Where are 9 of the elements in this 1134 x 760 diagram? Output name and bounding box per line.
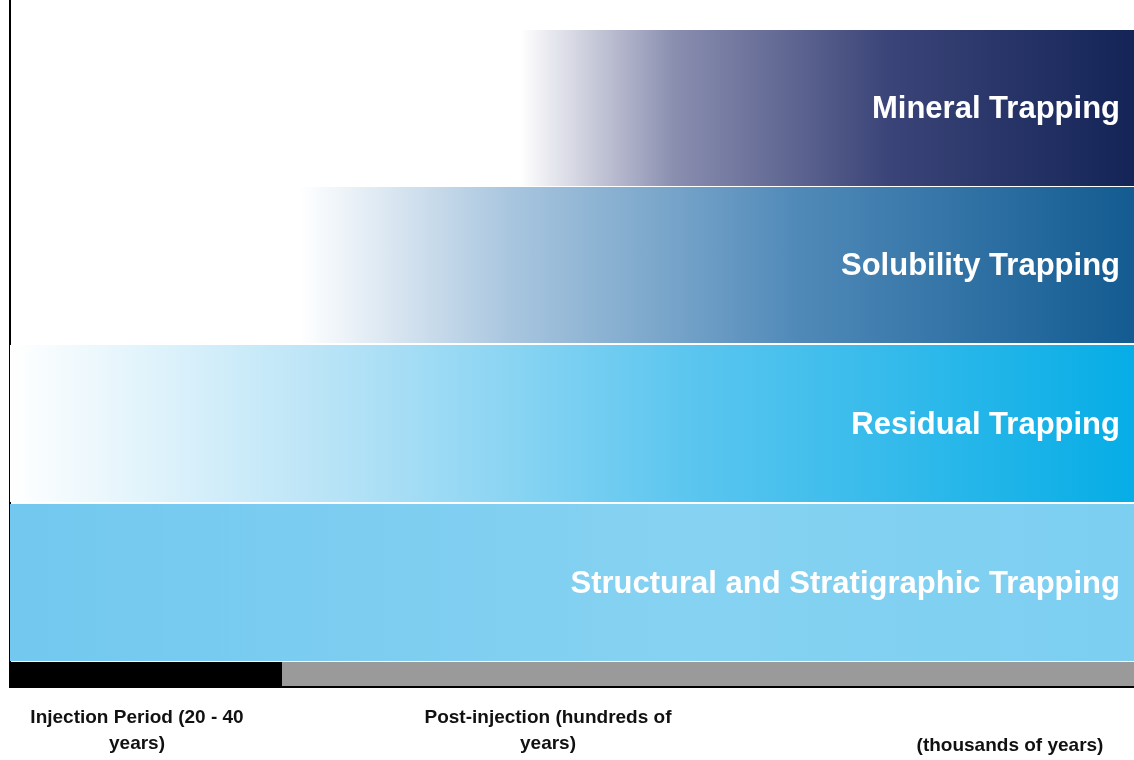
- period-label: Post-injection (hundreds of years): [423, 705, 673, 755]
- period-label: Injection Period (20 - 40 years): [29, 705, 245, 755]
- band-label: Solubility Trapping: [841, 247, 1120, 283]
- band-label: Residual Trapping: [851, 405, 1120, 442]
- trapping-band: [10, 504, 1134, 661]
- band-label: Mineral Trapping: [871, 90, 1120, 126]
- band-label: Structural and Stratigraphic Trapping: [570, 564, 1120, 601]
- trapping-band: [10, 345, 1134, 502]
- period-label: (thousands of years): [915, 733, 1105, 757]
